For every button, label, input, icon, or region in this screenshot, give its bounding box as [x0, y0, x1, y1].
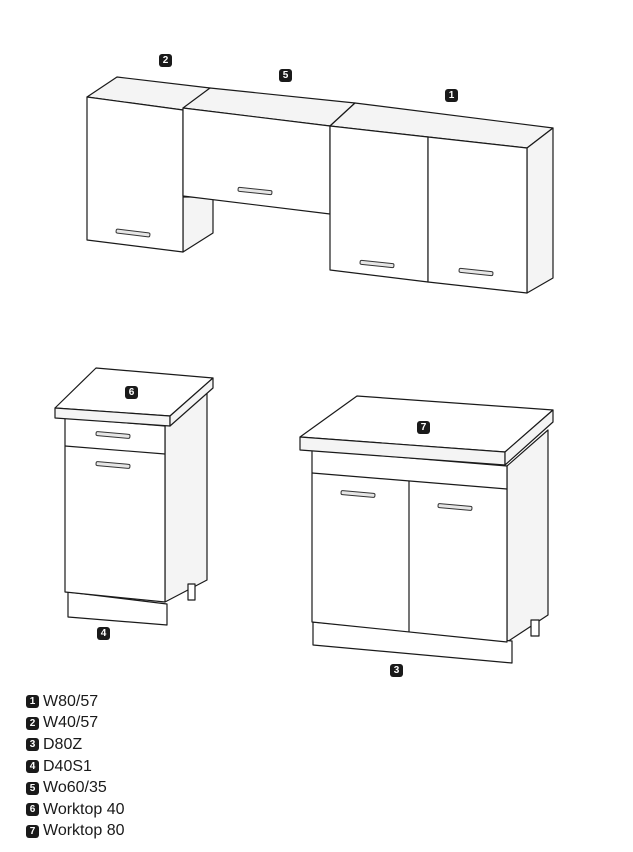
- callout-badge-2: 2: [159, 54, 172, 67]
- legend-badge: 3: [26, 738, 39, 752]
- door-handle: [458, 267, 494, 277]
- door-handle: [359, 259, 395, 269]
- legend-item: 1 W80/57: [26, 691, 125, 713]
- base-cabinet-d80z: [299, 395, 554, 664]
- wall-cabinet-w40: [86, 76, 214, 253]
- callout-badge-7: 7: [417, 421, 430, 434]
- legend-item: 2 W40/57: [26, 713, 125, 735]
- legend-badge: 7: [26, 824, 39, 838]
- legend-label: Worktop 40: [43, 800, 125, 818]
- legend-label: Wo60/35: [43, 779, 107, 797]
- callout-badge-4: 4: [97, 627, 110, 640]
- legend-label: W40/57: [43, 714, 99, 732]
- callout-badge-1: 1: [445, 89, 458, 102]
- base-cabinet-d40s1: [54, 367, 214, 626]
- legend-label: W80/57: [43, 692, 99, 710]
- legend-item: 5 Wo60/35: [26, 777, 125, 799]
- drawer-handle: [95, 431, 131, 439]
- flap-handle: [237, 186, 273, 196]
- legend-badge: 6: [26, 803, 39, 817]
- wall-cabinet-w80: [329, 102, 554, 294]
- legend-badge: 1: [26, 695, 39, 709]
- door-handle: [115, 228, 151, 238]
- legend-item: 3 D80Z: [26, 734, 125, 756]
- legend-label: Worktop 80: [43, 822, 125, 840]
- wall-cabinet-wo60: [182, 87, 356, 215]
- legend-badge: 5: [26, 781, 39, 795]
- callout-badge-3: 3: [390, 664, 403, 677]
- legend-label: D80Z: [43, 735, 83, 753]
- legend-item: 7 Worktop 80: [26, 821, 125, 843]
- legend-item: 4 D40S1: [26, 756, 125, 778]
- legend-badge: 4: [26, 760, 39, 774]
- legend-badge: 2: [26, 716, 39, 730]
- door-handle: [437, 503, 473, 511]
- door-handle: [95, 461, 131, 469]
- cabinet-leg: [530, 619, 540, 637]
- door-handle: [340, 490, 376, 498]
- callout-badge-5: 5: [279, 69, 292, 82]
- cabinet-leg: [187, 583, 196, 601]
- callout-badge-6: 6: [125, 386, 138, 399]
- legend-item: 6 Worktop 40: [26, 799, 125, 821]
- legend-label: D40S1: [43, 757, 92, 775]
